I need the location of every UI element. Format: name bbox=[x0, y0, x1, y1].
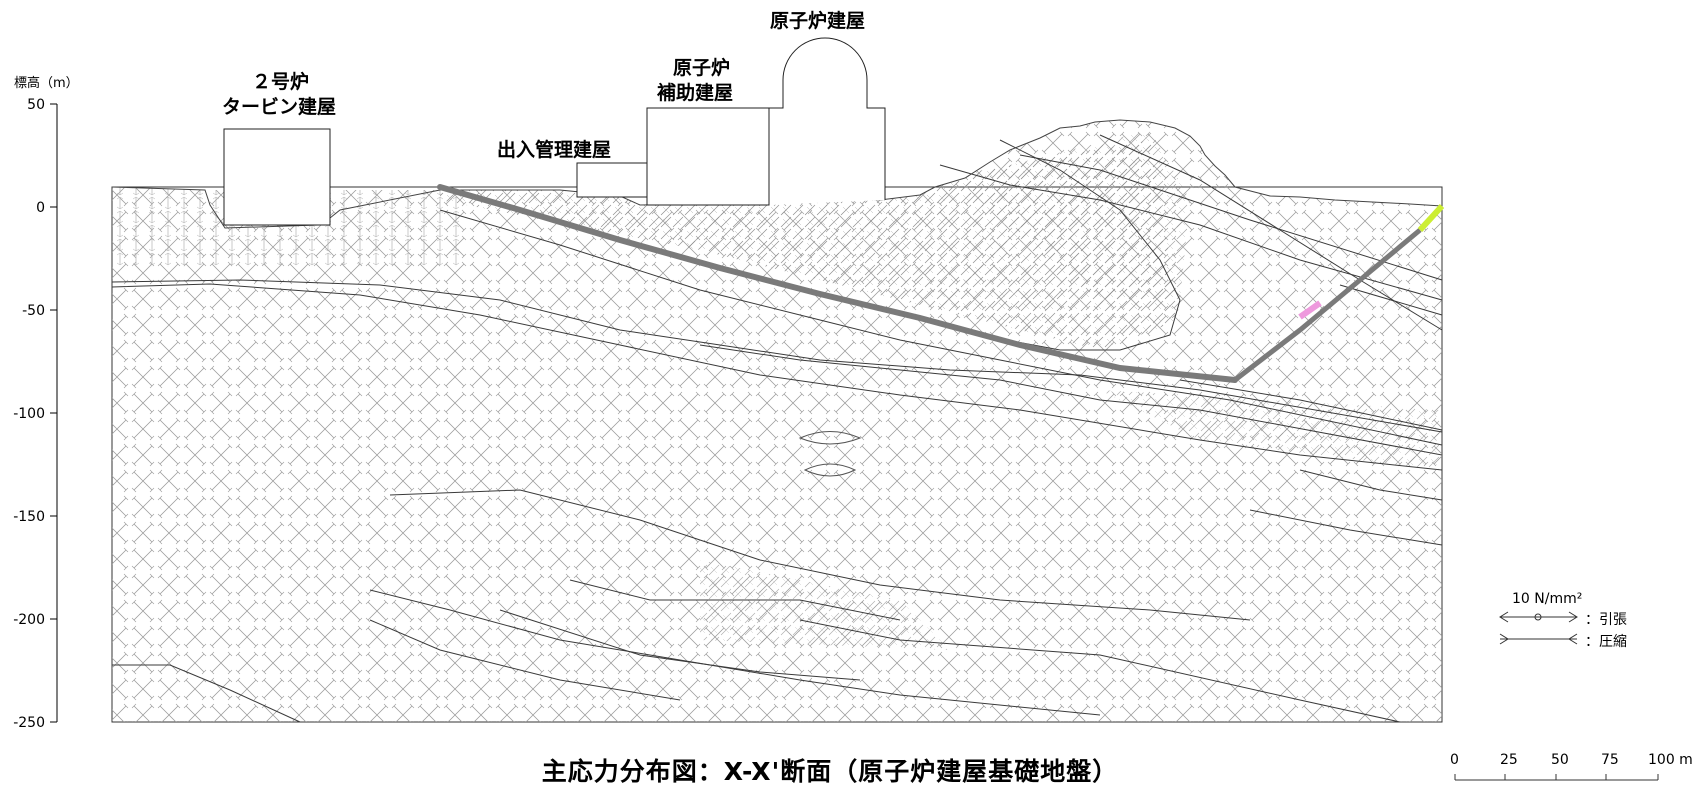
y-axis: 50 0 -50 -100 -150 -200 -250 bbox=[13, 97, 58, 731]
scale-bar bbox=[1454, 774, 1659, 781]
reactor-building bbox=[768, 37, 886, 205]
label-auxiliary-line1: 原子炉 bbox=[673, 57, 731, 79]
access-control-building bbox=[576, 162, 648, 198]
y-tick-label: -50 bbox=[22, 303, 45, 319]
ground-surface bbox=[111, 119, 1443, 229]
figure-title: 主応力分布図：X-X'断面（原子炉建屋基礎地盤） bbox=[541, 757, 1119, 786]
legend-compression: ：圧縮 bbox=[1585, 634, 1627, 650]
scale-label: 75 bbox=[1601, 752, 1619, 768]
label-turbine-line1: ２号炉 bbox=[252, 71, 310, 93]
legend-arrows bbox=[1499, 611, 1578, 645]
y-tick-label: 0 bbox=[36, 200, 45, 216]
lens-features bbox=[798, 431, 862, 477]
y-tick-label: -100 bbox=[13, 406, 45, 422]
fault-zone bbox=[437, 184, 1445, 383]
y-tick-label: -150 bbox=[13, 509, 45, 525]
y-axis-title: 標高（m） bbox=[14, 76, 79, 91]
scale-label: 100 m bbox=[1648, 752, 1693, 768]
y-tick-label: -200 bbox=[13, 612, 45, 628]
y-tick-label: 50 bbox=[27, 97, 45, 113]
label-turbine-line2: タービン建屋 bbox=[222, 96, 337, 118]
legend-tension: ：引張 bbox=[1585, 612, 1627, 628]
label-auxiliary-line2: 補助建屋 bbox=[657, 82, 734, 104]
auxiliary-building bbox=[646, 107, 770, 206]
buildings bbox=[223, 37, 886, 226]
y-tick-label: -250 bbox=[13, 715, 45, 731]
geologic-boundaries bbox=[111, 134, 1443, 723]
legend-magnitude: 10 N/mm² bbox=[1512, 591, 1583, 607]
principal-stress-field bbox=[112, 120, 1442, 722]
scale-label: 50 bbox=[1551, 752, 1569, 768]
scale-label: 0 bbox=[1450, 752, 1459, 768]
label-access-control-building: 出入管理建屋 bbox=[497, 139, 612, 161]
label-reactor-building: 原子炉建屋 bbox=[770, 10, 866, 32]
turbine-building bbox=[223, 128, 331, 226]
scale-label: 25 bbox=[1500, 752, 1518, 768]
